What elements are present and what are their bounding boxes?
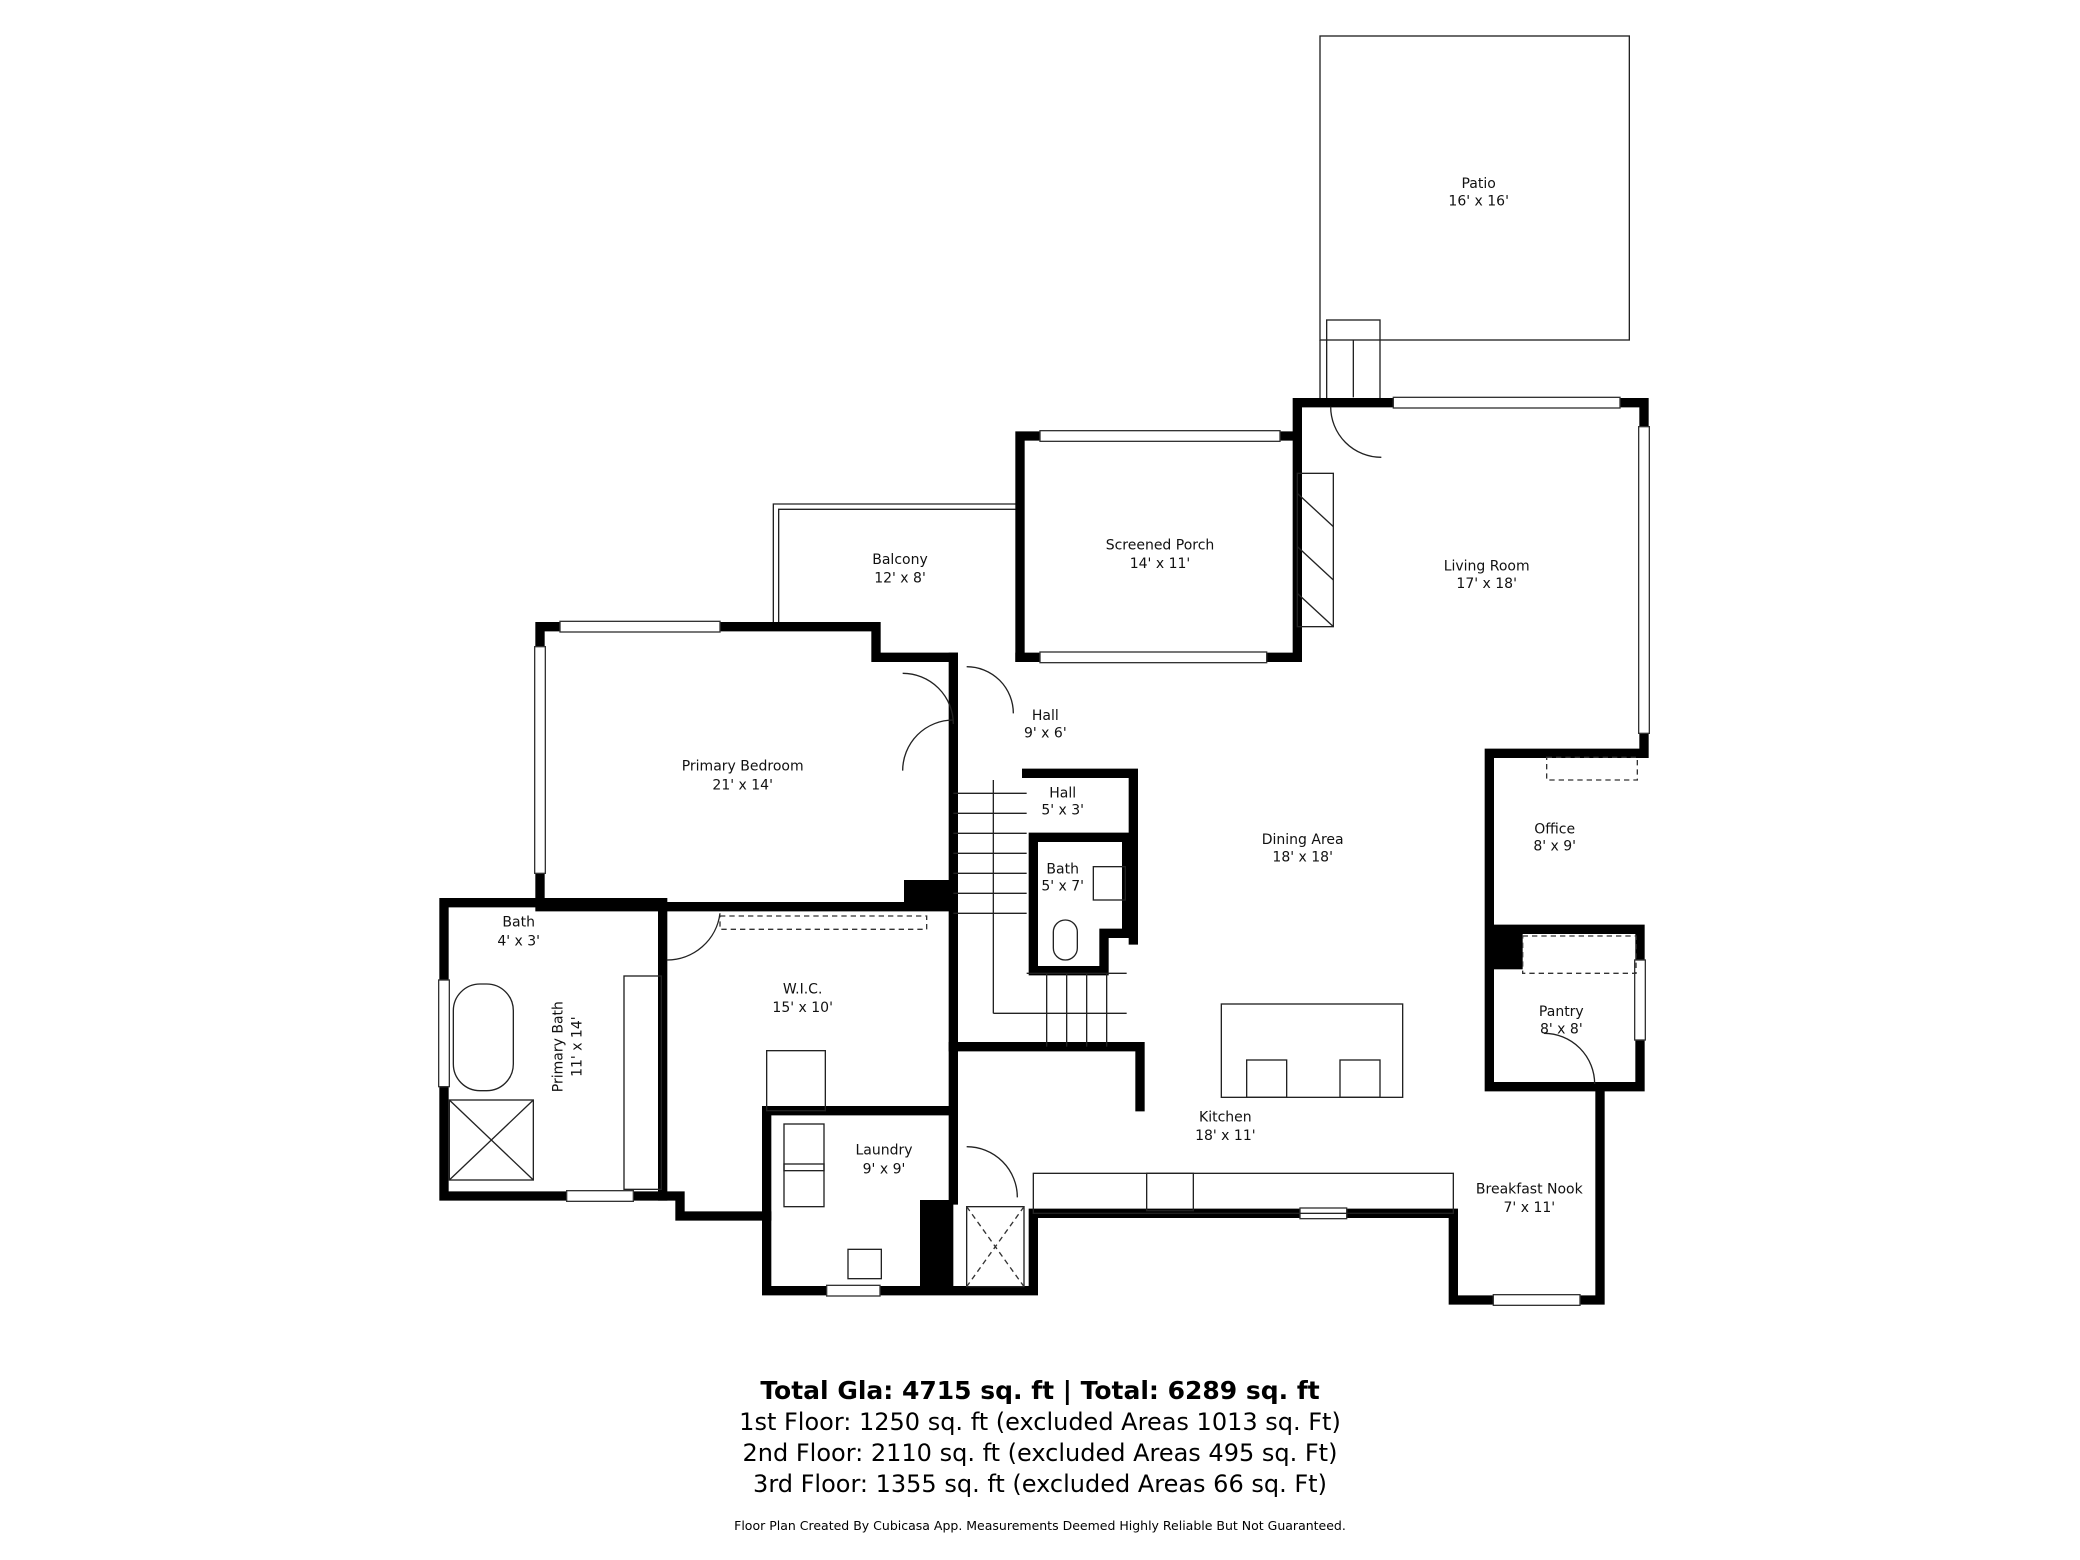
room-name: Living Room: [1444, 559, 1530, 575]
room-name: Bath: [1046, 861, 1079, 877]
room-name: Laundry: [855, 1143, 912, 1159]
room-size: 14' x 11': [1130, 556, 1191, 572]
room-size: 18' x 11': [1195, 1128, 1256, 1144]
floor-3-area: 3rd Floor: 1355 sq. ft (excluded Areas 6…: [753, 1470, 1327, 1498]
balcony-outline: [772, 503, 1020, 624]
room-name: Patio: [1461, 176, 1495, 192]
room-size: 11' x 14': [569, 1016, 585, 1077]
room-name: Bath: [502, 915, 535, 931]
room-name: Balcony: [872, 552, 928, 568]
room-size: 4' x 3': [497, 933, 540, 949]
room-size: 15' x 10': [772, 1000, 833, 1016]
room-size: 12' x 8': [874, 571, 926, 587]
room-labels: Patio 16' x 16' Screened Porch 14' x 11'…: [497, 176, 1583, 1216]
room-name: Screened Porch: [1106, 537, 1215, 553]
room-size: 8' x 8': [1540, 1021, 1583, 1037]
room-name: Breakfast Nook: [1476, 1181, 1584, 1197]
room-size: 21' x 14': [712, 777, 773, 793]
room-size: 16' x 16': [1448, 193, 1509, 209]
room-name: W.I.C.: [783, 981, 823, 997]
room-name: Hall: [1032, 708, 1059, 724]
room-name: Hall: [1049, 785, 1076, 801]
floor-2-area: 2nd Floor: 2110 sq. ft (excluded Areas 4…: [742, 1439, 1338, 1467]
room-size: 8' x 9': [1533, 839, 1576, 855]
room-size: 5' x 3': [1041, 803, 1084, 819]
windows: [438, 396, 1650, 1306]
room-size: 17' x 18': [1456, 576, 1517, 592]
total-area: Total Gla: 4715 sq. ft | Total: 6289 sq.…: [760, 1376, 1320, 1405]
patio-outline: [1319, 35, 1630, 401]
room-size: 7' x 11': [1504, 1200, 1556, 1216]
room-name: Office: [1534, 821, 1575, 837]
room-size: 5' x 7': [1041, 879, 1084, 895]
room-name: Primary Bedroom: [682, 759, 804, 775]
room-size: 18' x 18': [1272, 849, 1333, 865]
room-name: Kitchen: [1199, 1109, 1252, 1125]
room-name: Primary Bath: [551, 1001, 567, 1092]
fireplace: [1296, 472, 1334, 628]
room-name: Pantry: [1539, 1004, 1584, 1020]
fixtures: [448, 406, 1638, 1288]
room-size: 9' x 9': [863, 1161, 906, 1177]
floor-1-area: 1st Floor: 1250 sq. ft (excluded Areas 1…: [739, 1408, 1341, 1436]
room-size: 9' x 6': [1024, 725, 1067, 741]
disclaimer: Floor Plan Created By Cubicasa App. Meas…: [734, 1518, 1346, 1533]
room-name: Dining Area: [1262, 832, 1344, 848]
stairs: [953, 780, 1127, 1047]
